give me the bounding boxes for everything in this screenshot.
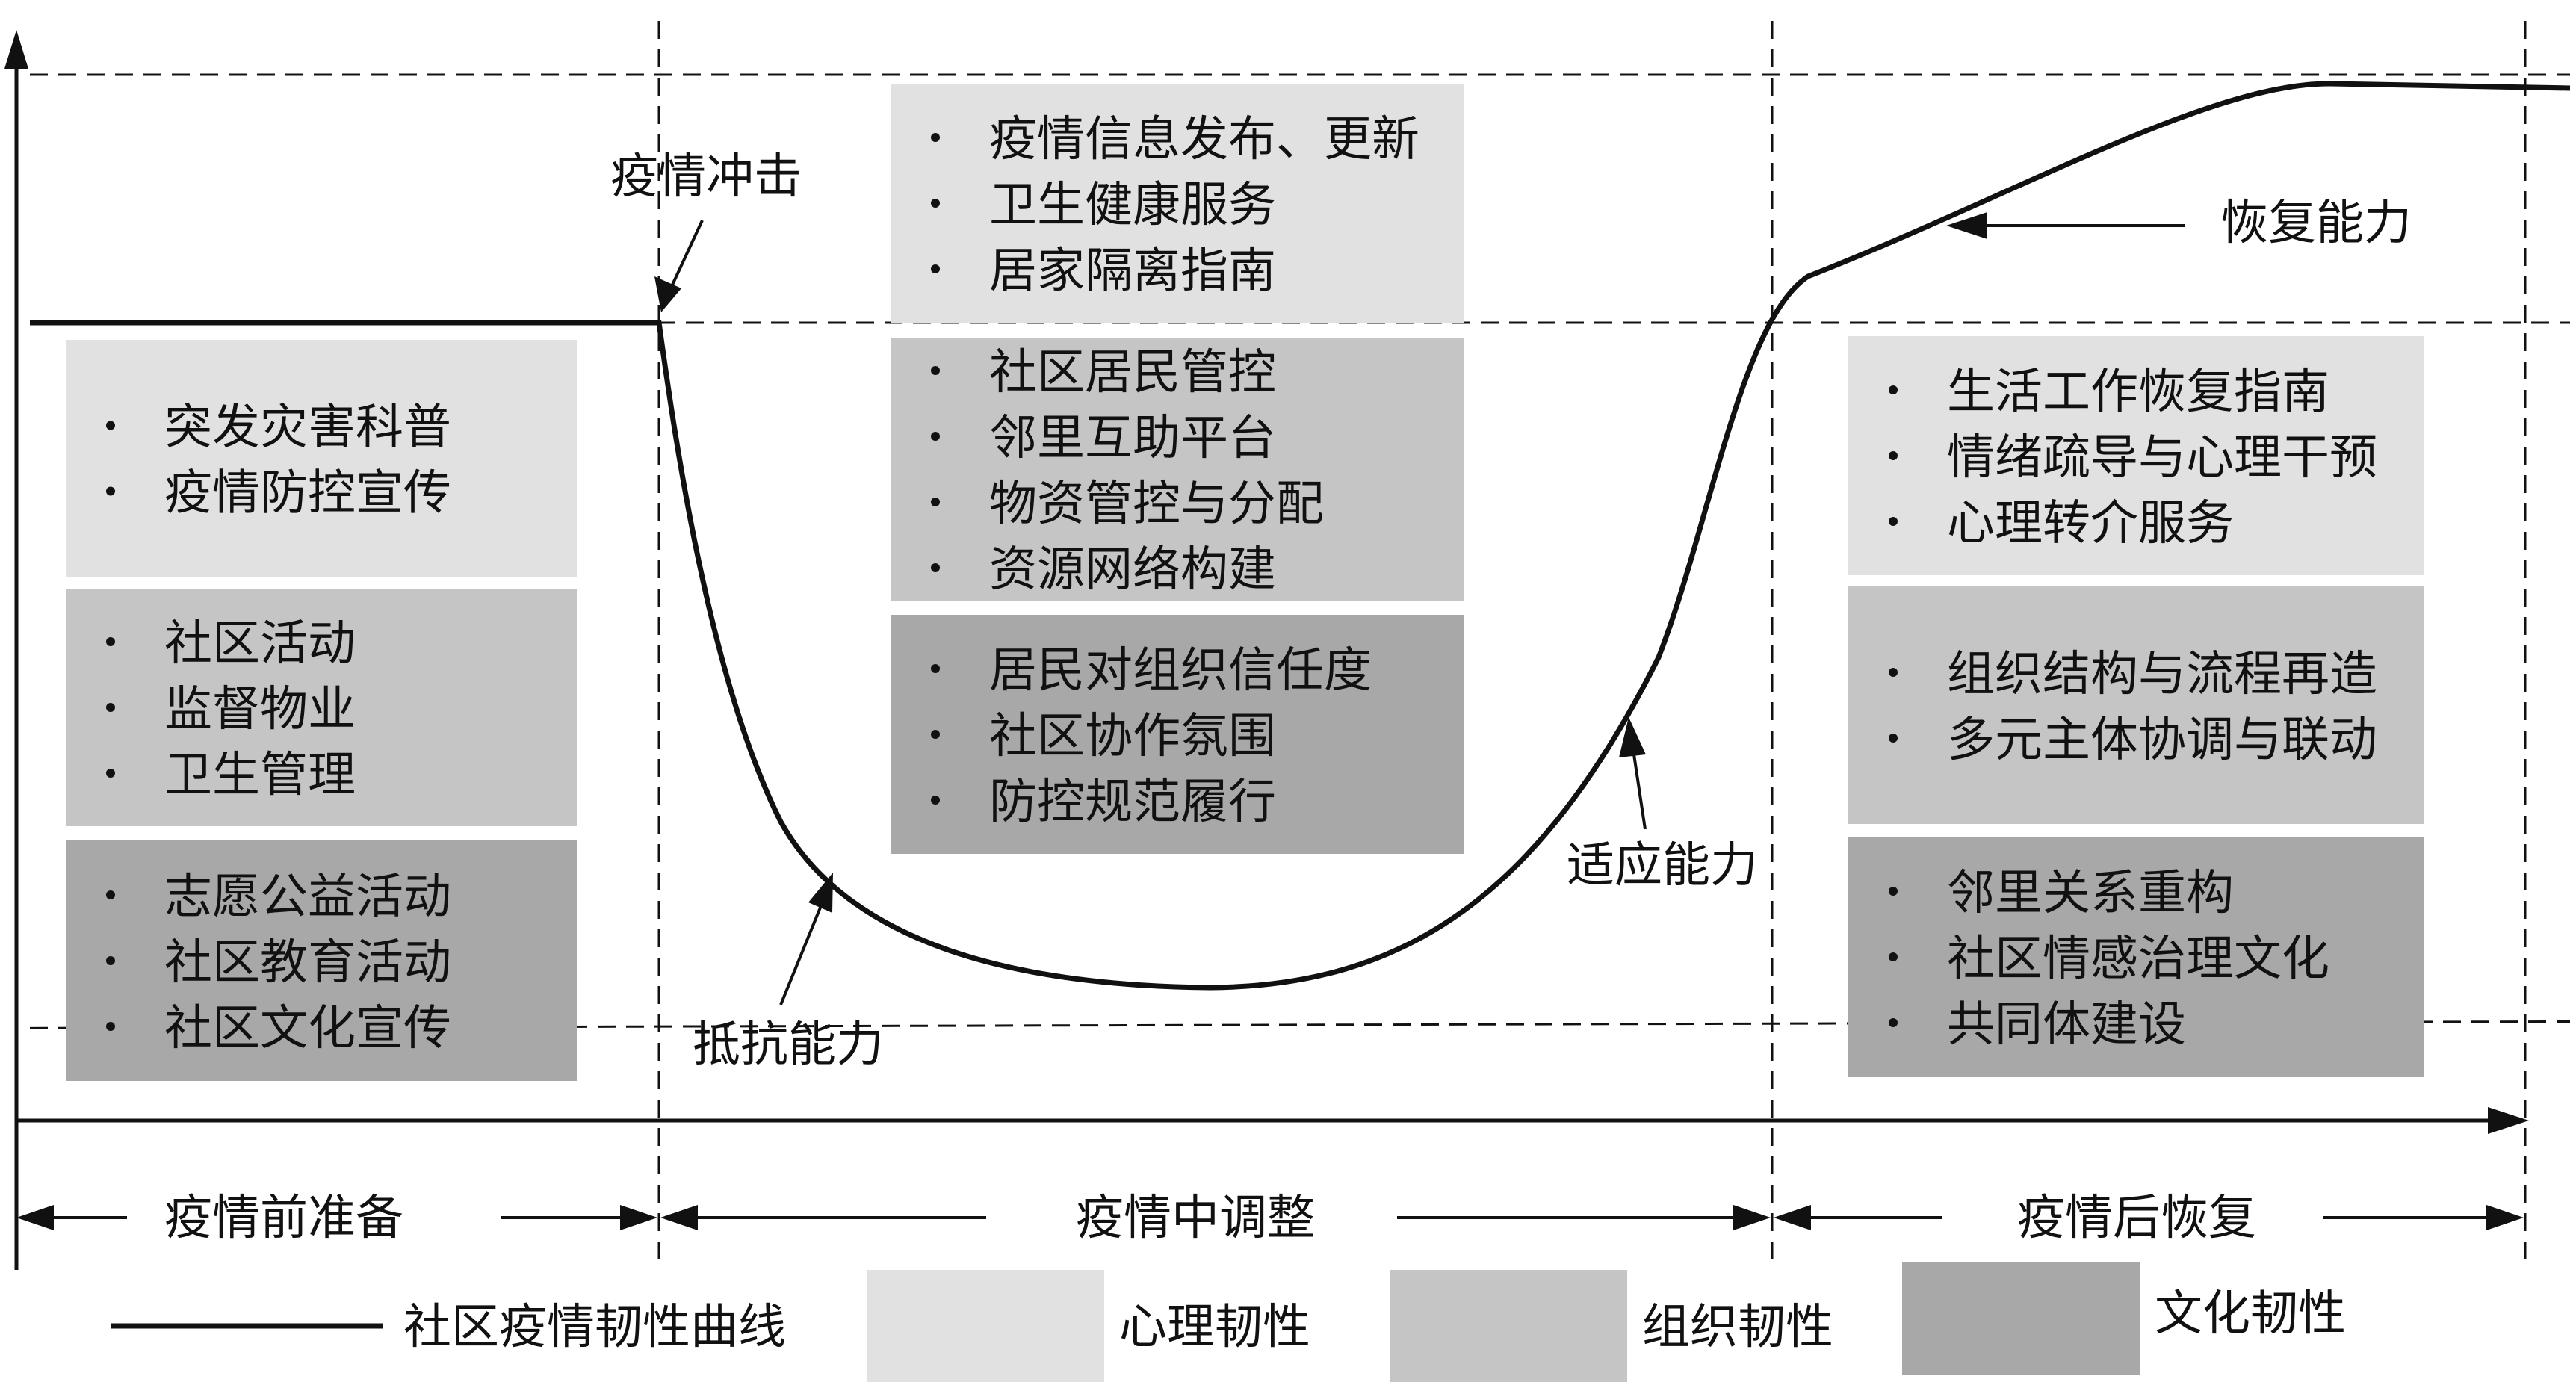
legend-curve-label: 社区疫情韧性曲线 [403,1300,786,1355]
bullet-icon [931,133,940,142]
measure-boxes: 突发灾害科普疫情防控宣传社区活动监督物业卫生管理志愿公益活动社区教育活动社区文化… [66,84,2424,1081]
bullet-icon [1889,887,1898,896]
phase-before-label: 疫情前准备 [164,1191,403,1246]
bullet-icon [931,563,940,572]
measure-item: 疫情防控宣传 [164,466,451,521]
bullet-icon [931,264,940,273]
legend-org-label: 组织韧性 [1642,1300,1833,1355]
resistance-arrow [779,873,833,1005]
bullet-icon [931,796,940,805]
bullet-icon [106,956,115,965]
adaptation-arrow [1619,717,1647,830]
box-background [891,615,1464,854]
measure-item: 邻里关系重构 [1947,866,2234,921]
measure-item: 情绪疏导与心理干预 [1947,430,2377,486]
measure-item: 社区教育活动 [164,935,451,991]
phase-after-label: 疫情后恢复 [2017,1191,2256,1246]
bullet-icon [1889,385,1898,394]
box-background [1848,336,2424,575]
bullet-icon [1889,451,1898,460]
y-axis-arrowhead [4,30,28,69]
measure-item: 物资管控与分配 [989,477,1324,532]
bullet-icon [106,637,115,646]
box-background [66,589,577,826]
measure-item: 卫生管理 [164,748,356,803]
phase-before-arrow [16,1205,657,1230]
bullet-icon [1889,734,1898,743]
measure-item: 社区情感治理文化 [1947,932,2329,987]
bullet-icon [931,730,940,739]
measure-item: 社区居民管控 [989,345,1276,400]
box-background [66,840,577,1081]
measure-item: 卫生健康服务 [989,178,1276,233]
measure-item: 多元主体协调与联动 [1947,713,2377,768]
measure-item: 监督物业 [164,682,356,737]
measure-item: 生活工作恢复指南 [1947,365,2329,420]
measure-item: 资源网络构建 [989,542,1276,598]
box-background [891,338,1464,601]
legend-org-swatch [1390,1270,1627,1382]
measure-item: 邻里互助平台 [989,411,1276,466]
bullet-icon [106,890,115,899]
box-background [66,340,577,577]
measure-item: 心理转介服务 [1947,496,2234,551]
bullet-icon [1889,668,1898,677]
bullet-icon [106,421,115,430]
legend-psych-swatch [867,1270,1104,1382]
legend-culture-label: 文化韧性 [2155,1286,2346,1342]
x-axis-arrowhead [2488,1107,2529,1134]
resistance-label: 抵抗能力 [693,1017,884,1073]
measure-item: 居家隔离指南 [989,244,1276,299]
legend: 社区疫情韧性曲线 心理韧性 组织韧性 文化韧性 [111,1262,2346,1382]
recovery-label: 恢复能力 [2220,196,2412,251]
bullet-icon [931,432,940,441]
bullet-icon [1889,1018,1898,1027]
bullet-icon [106,1022,115,1031]
box-background [1848,837,2424,1077]
bullet-icon [106,769,115,778]
resilience-curve [30,81,2571,991]
measure-item: 居民对组织信任度 [989,643,1372,698]
shock-label: 疫情冲击 [610,149,802,205]
measure-item: 疫情信息发布、更新 [989,112,1419,167]
phase-during-label: 疫情中调整 [1076,1191,1315,1246]
bullet-icon [931,366,940,375]
legend-culture-swatch [1902,1262,2140,1375]
bullet-icon [931,498,940,506]
measure-item: 防控规范履行 [989,775,1276,830]
phase-during-arrow [660,1205,1771,1230]
bullet-icon [1889,517,1898,526]
measure-item: 社区协作氛围 [989,709,1276,764]
measure-item: 共同体建设 [1947,997,2186,1053]
bullet-icon [931,199,940,208]
measure-item: 组织结构与流程再造 [1947,647,2377,702]
phase-after-arrow [1774,1205,2524,1230]
bullet-icon [106,703,115,712]
box-background [1848,586,2424,824]
measure-item: 突发灾害科普 [164,400,451,456]
measure-item: 社区文化宣传 [164,1001,451,1056]
recovery-arrow [1946,212,2185,239]
bullet-icon [106,486,115,496]
adaptation-label: 适应能力 [1567,838,1758,893]
bullet-icon [931,664,940,673]
shock-arrow [654,220,704,312]
bullet-icon [1889,952,1898,961]
measure-item: 志愿公益活动 [164,870,451,925]
legend-psych-label: 心理韧性 [1119,1300,1310,1355]
measure-item: 社区活动 [164,616,356,672]
box-background [891,84,1464,323]
